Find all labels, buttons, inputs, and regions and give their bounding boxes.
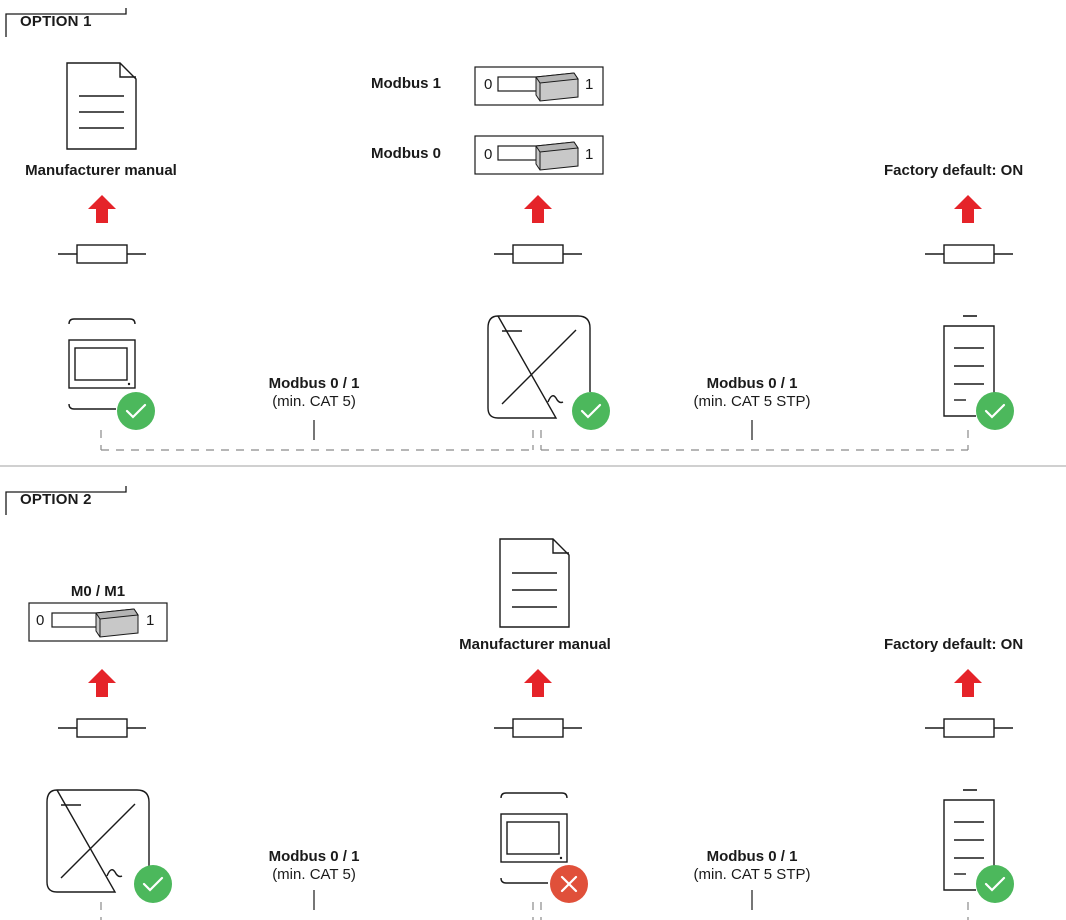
factory-default-label: Factory default: ON bbox=[884, 636, 1024, 653]
modbus-0-dip-switch[interactable] bbox=[474, 135, 606, 177]
red-arrow-up-icon bbox=[524, 669, 552, 697]
factory-default-label: Factory default: ON bbox=[884, 162, 1024, 179]
termination-resistor-icon bbox=[58, 244, 146, 264]
inverter-icon bbox=[487, 315, 591, 419]
energy-meter-icon bbox=[68, 318, 136, 410]
link-left-sub: (min. CAT 5) bbox=[272, 866, 356, 883]
modbus-0-zero: 0 bbox=[484, 146, 493, 163]
check-ok-icon bbox=[976, 865, 1014, 903]
option-2-label-frame bbox=[5, 486, 127, 515]
termination-resistor-icon bbox=[58, 718, 146, 738]
modbus-1-dip-switch[interactable] bbox=[474, 66, 606, 108]
termination-resistor-icon bbox=[494, 244, 582, 264]
red-arrow-up-icon bbox=[954, 195, 982, 223]
termination-resistor-icon bbox=[925, 244, 1013, 264]
energy-meter-icon bbox=[500, 792, 568, 884]
modbus-0-label: Modbus 0 bbox=[371, 145, 441, 162]
inverter-icon bbox=[46, 789, 150, 893]
option-1-label: OPTION 1 bbox=[20, 13, 92, 30]
red-arrow-up-icon bbox=[88, 195, 116, 223]
link-right-sub: (min. CAT 5 STP) bbox=[693, 393, 811, 410]
check-ok-icon bbox=[117, 392, 155, 430]
option-1-label-frame bbox=[5, 8, 127, 37]
link-right-title: Modbus 0 / 1 bbox=[706, 848, 798, 865]
check-ok-icon bbox=[976, 392, 1014, 430]
modbus-cable-wiring bbox=[100, 890, 969, 920]
m0-m1-dip-switch[interactable] bbox=[28, 602, 170, 646]
battery-icon bbox=[943, 315, 995, 417]
link-left-title: Modbus 0 / 1 bbox=[268, 848, 360, 865]
link-right-title: Modbus 0 / 1 bbox=[706, 375, 798, 392]
red-arrow-up-icon bbox=[954, 669, 982, 697]
link-left-title: Modbus 0 / 1 bbox=[268, 375, 360, 392]
battery-icon bbox=[943, 789, 995, 891]
modbus-1-one: 1 bbox=[585, 76, 594, 93]
modbus-1-label: Modbus 1 bbox=[371, 75, 441, 92]
m0-m1-zero: 0 bbox=[36, 612, 45, 629]
red-arrow-up-icon bbox=[88, 669, 116, 697]
modbus-1-zero: 0 bbox=[484, 76, 493, 93]
check-ok-icon bbox=[572, 392, 610, 430]
manual-document-icon bbox=[499, 538, 570, 628]
red-arrow-up-icon bbox=[524, 195, 552, 223]
termination-resistor-icon bbox=[925, 718, 1013, 738]
link-right-sub: (min. CAT 5 STP) bbox=[693, 866, 811, 883]
link-left-sub: (min. CAT 5) bbox=[272, 393, 356, 410]
option-2-label: OPTION 2 bbox=[20, 491, 92, 508]
m0-m1-one: 1 bbox=[146, 612, 155, 629]
manual-document-icon bbox=[66, 62, 137, 150]
termination-resistor-icon bbox=[494, 718, 582, 738]
manufacturer-manual-label: Manufacturer manual bbox=[459, 636, 611, 653]
check-ok-icon bbox=[134, 865, 172, 903]
manufacturer-manual-label: Manufacturer manual bbox=[25, 162, 177, 179]
modbus-cable-wiring bbox=[100, 420, 969, 451]
section-divider bbox=[0, 465, 1066, 467]
modbus-0-one: 1 bbox=[585, 146, 594, 163]
m0-m1-label: M0 / M1 bbox=[70, 583, 126, 600]
error-x-icon bbox=[550, 865, 588, 903]
